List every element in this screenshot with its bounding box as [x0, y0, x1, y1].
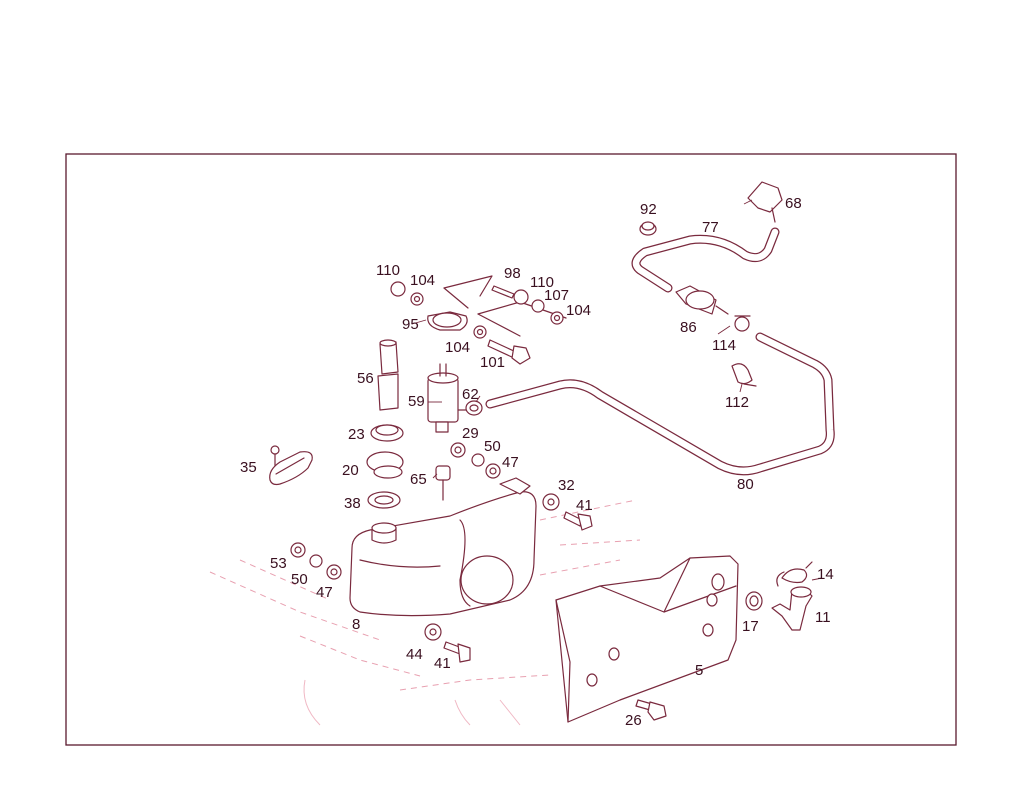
callouts: 110 104 98 110 107 104 95 104 101 92 77 … — [240, 195, 834, 729]
callout-95: 95 — [402, 316, 419, 333]
callout-47: 47 — [502, 454, 519, 471]
callout-107: 107 — [544, 287, 569, 304]
callout-98: 98 — [504, 265, 521, 282]
callout-77: 77 — [702, 219, 719, 236]
washer-44-bolt-41 — [424, 623, 471, 663]
callout-5: 5 — [695, 662, 703, 679]
background-outline — [209, 499, 641, 726]
callout-104: 104 — [410, 272, 435, 289]
callout-35: 35 — [240, 459, 257, 476]
connector-62 — [465, 400, 483, 416]
callout-104: 104 — [445, 339, 470, 356]
callout-62: 62 — [462, 386, 479, 403]
grommet-17 — [745, 591, 763, 611]
callout-20: 20 — [342, 462, 359, 479]
callout-32: 32 — [558, 477, 575, 494]
callout-112: 112 — [725, 394, 749, 411]
washer-group-upper — [450, 442, 501, 479]
callout-110: 110 — [376, 262, 400, 279]
nozzle-68 — [747, 181, 783, 223]
callout-17: 17 — [742, 618, 759, 635]
callout-8: 8 — [352, 616, 360, 633]
cap-14 — [776, 561, 813, 587]
leader-lines — [411, 199, 823, 581]
nut-23 — [370, 424, 404, 442]
clamp-ring-35 — [269, 445, 313, 486]
callout-53: 53 — [270, 555, 287, 572]
level-sensor-56 — [377, 339, 399, 411]
callout-50: 50 — [291, 571, 308, 588]
callout-41: 41 — [576, 497, 593, 514]
callout-47: 47 — [316, 584, 333, 601]
callout-68: 68 — [785, 195, 802, 212]
diagram-frame — [65, 153, 957, 746]
elbow-11 — [771, 586, 813, 631]
callout-11: 11 — [815, 609, 831, 626]
callout-26: 26 — [625, 712, 642, 729]
clip-114 — [734, 315, 751, 332]
callout-44: 44 — [406, 646, 423, 663]
callout-38: 38 — [344, 495, 361, 512]
callout-92: 92 — [640, 201, 657, 218]
callout-65: 65 — [410, 471, 427, 488]
fitting-20 — [366, 451, 404, 479]
callout-86: 86 — [680, 319, 697, 336]
grommet-92 — [639, 221, 657, 236]
hose-80 — [485, 332, 835, 476]
callout-110: 110 — [530, 274, 554, 291]
fasteners-lower-left — [290, 542, 342, 580]
check-valve-86 — [675, 285, 729, 315]
callout-80: 80 — [737, 476, 754, 493]
pump-59 — [427, 363, 467, 433]
callout-23: 23 — [348, 426, 365, 443]
callout-50: 50 — [484, 438, 501, 455]
clip-112 — [731, 363, 757, 387]
callout-104: 104 — [566, 302, 591, 319]
bracket-assembly — [390, 275, 567, 365]
callout-59: 59 — [408, 393, 425, 410]
bracket-5 — [555, 555, 739, 723]
gasket-38 — [367, 491, 401, 509]
washer-32-bolt-41 — [542, 493, 593, 531]
callout-56: 56 — [357, 370, 374, 387]
callout-29: 29 — [462, 425, 479, 442]
reservoir-tank-8 — [349, 477, 537, 617]
callout-114: 114 — [712, 337, 736, 354]
bolt-26 — [635, 699, 667, 721]
callout-101: 101 — [480, 354, 505, 371]
callout-41: 41 — [434, 655, 451, 672]
seal-65 — [435, 465, 451, 501]
callout-14: 14 — [817, 566, 834, 583]
hose-77 — [631, 227, 780, 293]
